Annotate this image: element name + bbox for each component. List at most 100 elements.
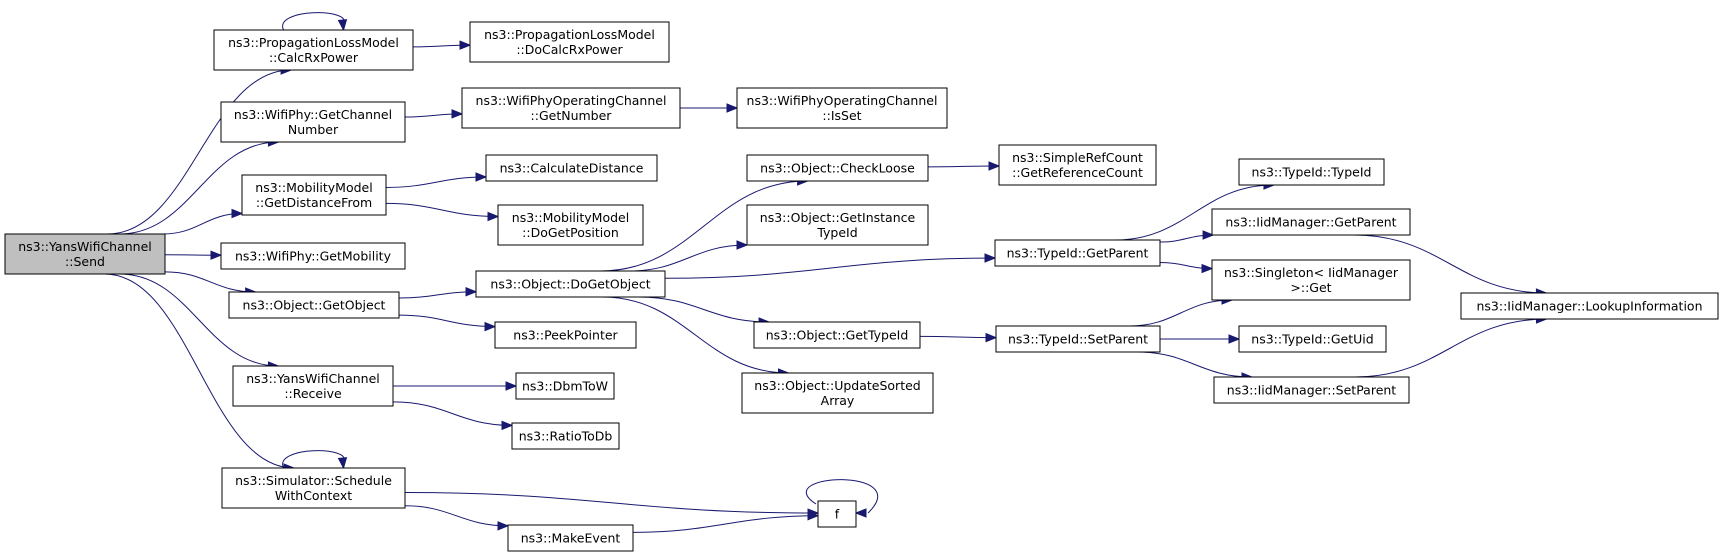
node-label-object_gettypeid-0: ns3::Object::GetTypeId (766, 328, 909, 343)
node-docalcrx[interactable]: ns3::PropagationLossModel::DoCalcRxPower (469, 21, 670, 63)
node-label-schedulewithcontext-0: ns3::Simulator::Schedule (235, 473, 392, 488)
node-label-opch_getnumber-0: ns3::WifiPhyOperatingChannel (476, 93, 667, 108)
edge-calcrx-to-docalcrx (412, 40, 472, 50)
node-typeid_setparent[interactable]: ns3::TypeId::SetParent (995, 325, 1161, 353)
node-iid_setparent[interactable]: ns3::IidManager::SetParent (1213, 376, 1410, 404)
node-label-schedulewithcontext-1: WithContext (275, 488, 352, 503)
edge-f-to-f (806, 479, 878, 518)
node-calcrx[interactable]: ns3::PropagationLossModel::CalcRxPower (213, 29, 414, 71)
node-dbmtow[interactable]: ns3::DbmToW (515, 372, 615, 400)
node-label-typeid_setparent-0: ns3::TypeId::SetParent (1008, 332, 1148, 347)
edge-makeevent-to-f (632, 510, 820, 533)
edge-checkloose-to-getrefcount (927, 161, 1001, 171)
node-label-opch_getnumber-1: ::GetNumber (531, 108, 613, 123)
node-typeid_getuid[interactable]: ns3::TypeId::GetUid (1238, 325, 1387, 353)
edge-schedulewithcontext-to-schedulewithcontext (282, 450, 348, 470)
node-receive[interactable]: ns3::YansWifiChannel::Receive (232, 365, 394, 407)
node-label-dogetobject-0: ns3::Object::DoGetObject (490, 277, 650, 292)
node-dogetobject[interactable]: ns3::Object::DoGetObject (475, 270, 666, 298)
node-getrefcount[interactable]: ns3::SimpleRefCount::GetReferenceCount (998, 144, 1157, 186)
node-lookupinfo[interactable]: ns3::IidManager::LookupInformation (1460, 292, 1719, 320)
node-iid_getparent[interactable]: ns3::IidManager::GetParent (1211, 208, 1411, 236)
edge-opch_getnumber-to-opch_isset (679, 103, 739, 113)
edge-getdistancefrom-to-dogetposition (385, 202, 500, 222)
node-object_gettypeid[interactable]: ns3::Object::GetTypeId (753, 321, 921, 349)
node-label-singleton_get-1: >::Get (1290, 280, 1331, 295)
node-label-updatesorted-0: ns3::Object::UpdateSorted (754, 378, 920, 393)
node-label-send-1: ::Send (65, 254, 105, 269)
node-label-iid_setparent-0: ns3::IidManager::SetParent (1227, 383, 1397, 398)
node-label-getdistancefrom-1: ::GetDistanceFrom (256, 195, 372, 210)
node-ratiotodb[interactable]: ns3::RatioToDb (511, 422, 620, 450)
edge-receive-to-ratiotodb (392, 401, 514, 431)
node-opch_getnumber[interactable]: ns3::WifiPhyOperatingChannel::GetNumber (461, 87, 681, 129)
node-label-typeid_getuid-0: ns3::TypeId::GetUid (1251, 332, 1373, 347)
edge-typeid_getparent-to-singleton_get (1159, 262, 1214, 274)
node-calculatedistance[interactable]: ns3::CalculateDistance (485, 154, 658, 182)
node-label-singleton_get-0: ns3::Singleton< IidManager (1224, 265, 1399, 280)
edge-dogetobject-to-object_gettypeid (638, 296, 771, 327)
node-label-getinstancetypeid-1: TypeId (816, 225, 857, 240)
node-checkloose[interactable]: ns3::Object::CheckLoose (746, 154, 929, 182)
edge-getobject-to-dogetobject (398, 286, 478, 299)
node-label-dbmtow-0: ns3::DbmToW (522, 379, 608, 394)
node-label-lookupinfo-0: ns3::IidManager::LookupInformation (1476, 299, 1702, 314)
node-send[interactable]: ns3::YansWifiChannel::Send (4, 233, 166, 275)
edge-getobject-to-peekpointer (398, 314, 497, 332)
node-getdistancefrom[interactable]: ns3::MobilityModel::GetDistanceFrom (241, 174, 387, 216)
edge-calcrx-to-calcrx (282, 12, 348, 32)
node-label-checkloose-0: ns3::Object::CheckLoose (760, 161, 915, 176)
node-label-updatesorted-1: Array (821, 393, 855, 408)
edge-dogetobject-to-getinstancetypeid (629, 240, 749, 272)
edge-typeid_setparent-to-typeid_getuid (1160, 334, 1241, 344)
node-label-opch_isset-1: ::IsSet (822, 108, 861, 123)
node-dogetposition[interactable]: ns3::MobilityModel::DoGetPosition (497, 204, 644, 246)
node-label-getchannelnumber-1: Number (288, 122, 339, 137)
node-label-peekpointer-0: ns3::PeekPointer (513, 328, 618, 343)
node-label-receive-0: ns3::YansWifiChannel (246, 371, 380, 386)
node-label-getinstancetypeid-0: ns3::Object::GetInstance (760, 210, 916, 225)
node-label-docalcrx-1: ::DoCalcRxPower (516, 42, 623, 57)
node-singleton_get[interactable]: ns3::Singleton< IidManager>::Get (1211, 259, 1411, 301)
node-label-getrefcount-0: ns3::SimpleRefCount (1012, 150, 1143, 165)
node-label-typeid_getparent-0: ns3::TypeId::GetParent (1007, 246, 1149, 261)
node-label-getchannelnumber-0: ns3::WifiPhy::GetChannel (234, 107, 392, 122)
node-typeid_typeid[interactable]: ns3::TypeId::TypeId (1238, 158, 1385, 186)
edge-getdistancefrom-to-calculatedistance (385, 172, 488, 188)
node-label-dogetposition-0: ns3::MobilityModel (512, 210, 629, 225)
node-makeevent[interactable]: ns3::MakeEvent (507, 524, 634, 552)
node-label-opch_isset-0: ns3::WifiPhyOperatingChannel (747, 93, 938, 108)
node-getobject[interactable]: ns3::Object::GetObject (228, 291, 400, 319)
node-label-getobject-0: ns3::Object::GetObject (243, 298, 386, 313)
edge-getchannelnumber-to-opch_getnumber (404, 109, 464, 119)
node-label-calcrx-0: ns3::PropagationLossModel (228, 35, 399, 50)
node-peekpointer[interactable]: ns3::PeekPointer (494, 321, 637, 349)
node-label-getdistancefrom-0: ns3::MobilityModel (255, 180, 372, 195)
node-opch_isset[interactable]: ns3::WifiPhyOperatingChannel::IsSet (736, 87, 948, 129)
edge-send-to-receive (119, 273, 280, 371)
node-label-getmobility-0: ns3::WifiPhy::GetMobility (235, 249, 392, 264)
edge-send-to-getdistancefrom (162, 208, 244, 235)
node-label-docalcrx-0: ns3::PropagationLossModel (484, 27, 655, 42)
edge-typeid_getparent-to-iid_getparent (1159, 230, 1215, 243)
edge-receive-to-dbmtow (393, 381, 518, 391)
node-f[interactable]: f (817, 500, 857, 528)
edge-dogetobject-to-typeid_getparent (664, 253, 997, 279)
edge-schedulewithcontext-to-f (404, 492, 820, 518)
node-label-calcrx-1: ::CalcRxPower (269, 50, 359, 65)
node-label-dogetposition-1: ::DoGetPosition (522, 225, 619, 240)
node-typeid_getparent[interactable]: ns3::TypeId::GetParent (994, 239, 1161, 267)
node-label-typeid_typeid-0: ns3::TypeId::TypeId (1252, 165, 1372, 180)
edge-schedulewithcontext-to-makeevent (404, 505, 510, 531)
node-label-send-0: ns3::YansWifiChannel (18, 239, 152, 254)
node-label-receive-1: ::Receive (284, 386, 342, 401)
node-label-getrefcount-1: ::GetReferenceCount (1012, 165, 1143, 180)
node-label-calculatedistance-0: ns3::CalculateDistance (500, 161, 644, 176)
node-getmobility[interactable]: ns3::WifiPhy::GetMobility (220, 242, 406, 270)
call-nodes: ns3::YansWifiChannel::Send ns3::Propagati… (4, 21, 1719, 552)
